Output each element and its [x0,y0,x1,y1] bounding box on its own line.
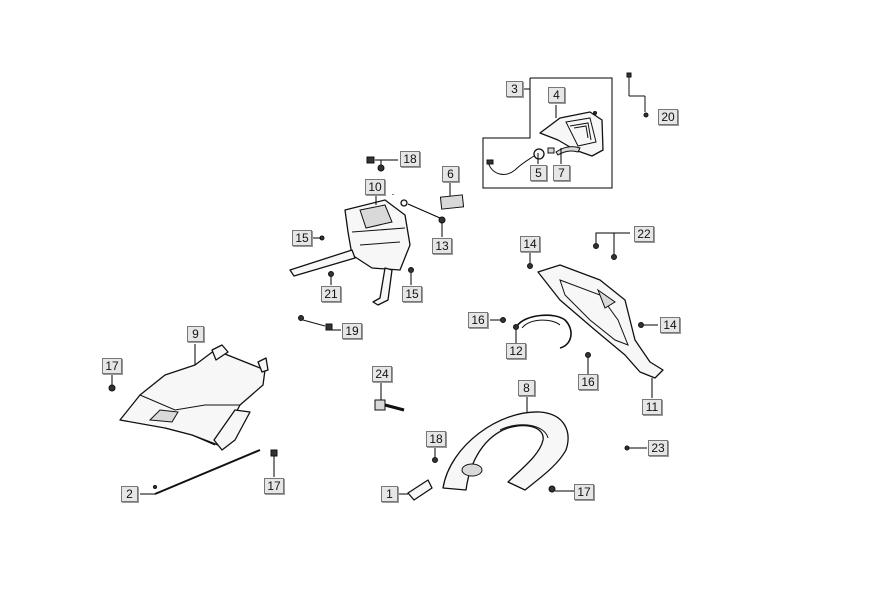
callout-6: 6 [442,166,459,182]
callout-15-right: 15 [402,286,422,302]
callout-14-right: 14 [660,317,680,333]
fastener-21 [328,271,334,285]
screws-22 [593,232,630,260]
callout-3: 3 [506,81,523,97]
screw-18-bottom [432,446,438,463]
screw-14-top [527,252,533,269]
callout-17-right: 17 [574,484,594,500]
callout-22: 22 [634,226,654,242]
tail-light-group-frame [482,77,613,189]
bolt-24 [374,382,405,412]
callout-17-left: 17 [102,358,122,374]
callout-16-bottom: 16 [578,374,598,390]
callout-16-left: 16 [468,312,488,328]
callout-21: 21 [321,286,341,302]
callout-14-top: 14 [520,236,540,252]
screw-16-left [490,317,506,323]
callout-18-bottom: 18 [426,431,446,447]
screw-17-right [548,485,574,493]
reflector-plate [439,183,465,210]
callout-1: 1 [381,486,398,502]
side-panel [537,264,664,398]
bulb-socket-wire [486,148,545,175]
callout-18-top: 18 [400,151,420,167]
callout-4: 4 [548,87,565,103]
fastener-13 [407,203,446,224]
screw-17-bottom-left [270,449,278,477]
fastener-15-right [408,267,414,285]
callout-17-bottom-left: 17 [264,478,284,494]
screw-14-right [638,322,658,328]
callout-2: 2 [121,486,138,502]
reflector-strip [547,146,581,156]
callout-5: 5 [530,165,547,181]
rod [140,449,261,495]
license-plate-bracket [289,199,411,306]
screw-20 [626,72,649,118]
callout-8: 8 [518,380,535,396]
screw-19 [298,315,341,331]
callout-11: 11 [642,399,662,415]
wire-harness [513,314,572,349]
screw-23 [624,445,647,451]
screw-18-top [366,156,398,172]
callout-13: 13 [432,238,452,254]
callout-15-left: 15 [292,230,312,246]
rear-fender [442,396,569,491]
callout-7: 7 [553,165,570,181]
under-cover [119,344,269,451]
tail-light-housing [539,111,604,157]
fastener-15-left [313,235,325,241]
callout-19: 19 [342,323,362,339]
callout-20: 20 [658,109,678,125]
callout-12: 12 [506,343,526,359]
callout-9: 9 [187,326,204,342]
screw-16-bottom [585,352,591,374]
bracket-1 [398,479,433,501]
screw-17-left [108,374,116,392]
callout-23: 23 [648,440,668,456]
callout-24: 24 [372,366,392,382]
callout-10: 10 [365,179,385,195]
